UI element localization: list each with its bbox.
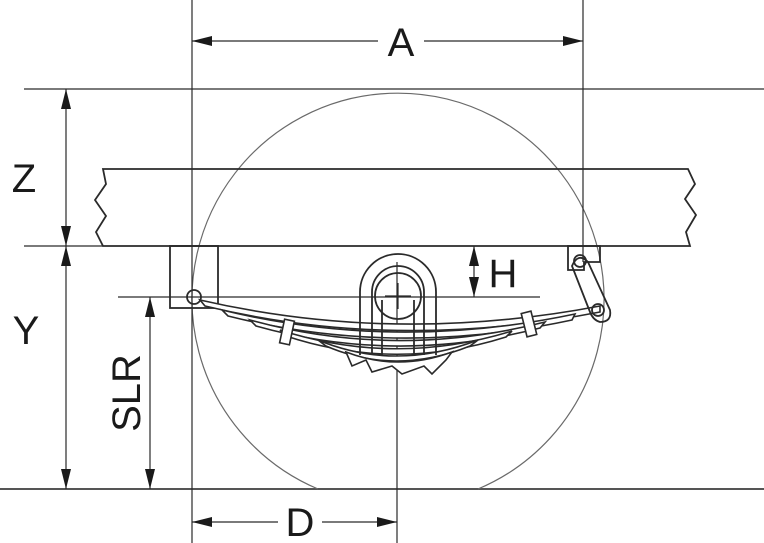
a-label: A xyxy=(388,21,415,65)
h-label: H xyxy=(489,252,518,296)
rear-spring-hanger xyxy=(567,245,601,271)
y-label: Y xyxy=(13,309,40,353)
slr-label: SLR xyxy=(105,354,149,432)
d-label: D xyxy=(286,501,315,543)
frame-rail xyxy=(93,168,698,247)
front-spring-hanger xyxy=(169,245,219,309)
axle-tube xyxy=(374,272,422,320)
leaf-spring xyxy=(197,298,601,362)
front-hanger-eye xyxy=(186,289,202,305)
wheel-outline xyxy=(191,92,605,490)
z-label: Z xyxy=(12,157,36,201)
u-bolt-assembly xyxy=(359,253,437,355)
shackle-link xyxy=(571,256,612,323)
spring-seat xyxy=(344,350,455,376)
